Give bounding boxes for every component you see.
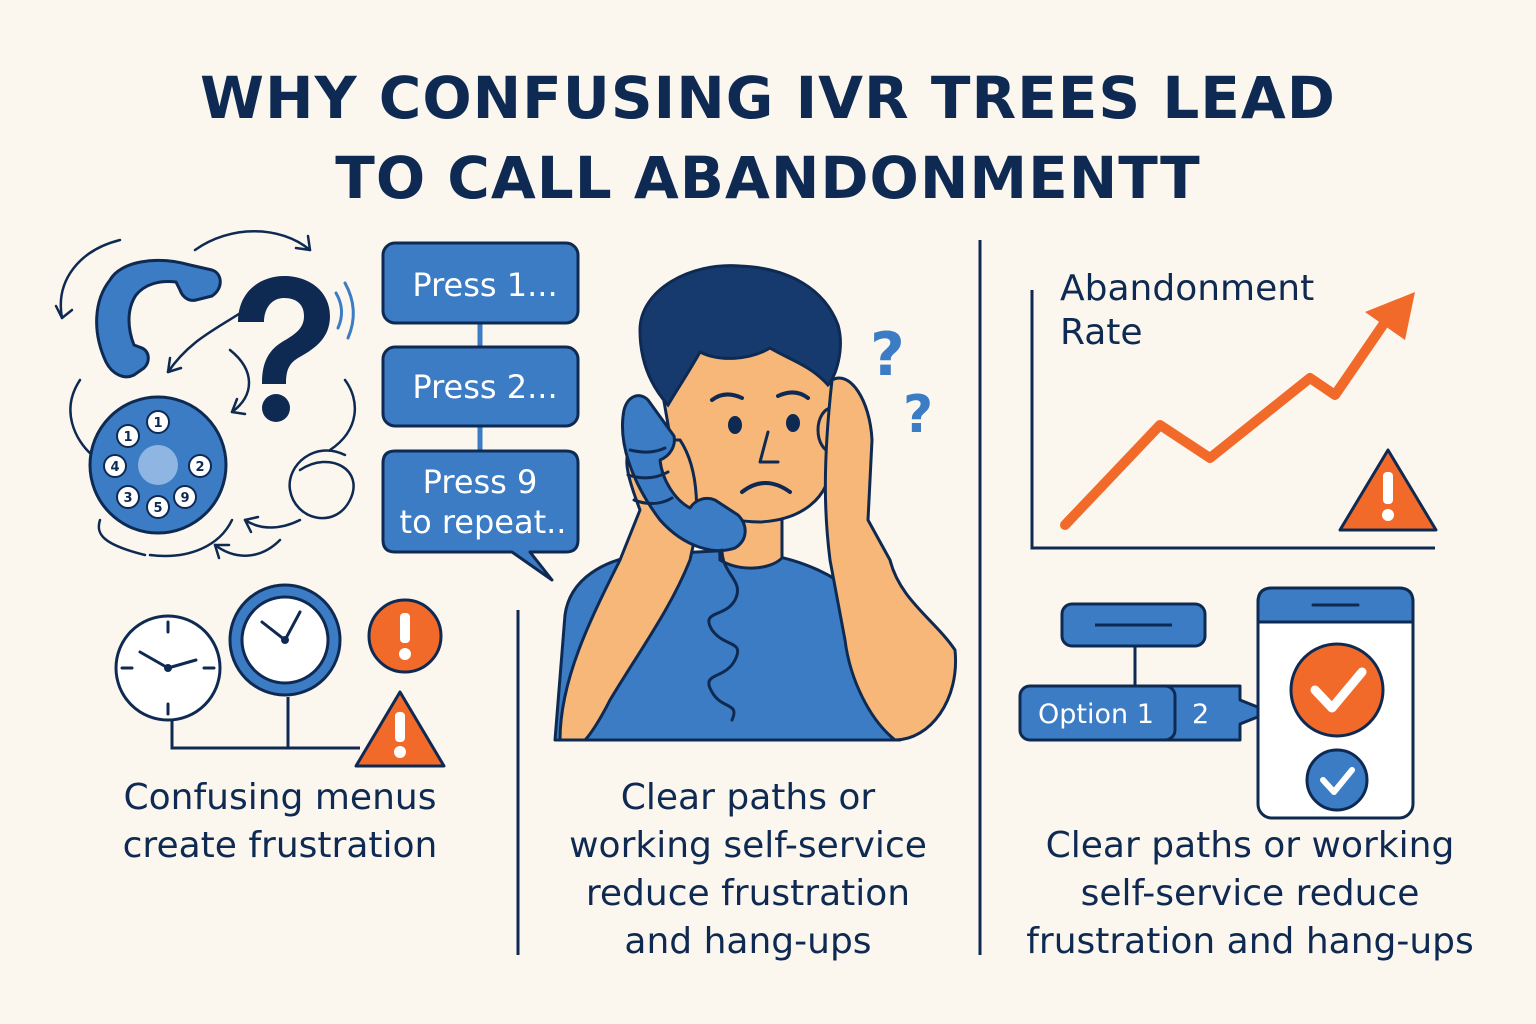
menu-box-press-9 [381, 449, 580, 582]
caption-middle-line1: Clear paths or [620, 777, 876, 818]
alert-icon [367, 598, 443, 674]
clock-icon [228, 583, 342, 697]
caption-left-line2: create frustration [122, 825, 438, 866]
caption-right-line2: self-service reduce [1080, 873, 1420, 914]
chart-title-line2: Rate [1060, 312, 1143, 353]
caption-right: Clear paths or working self-service redu… [990, 822, 1510, 966]
page-title: WHY CONFUSING IVR TREES LEAD TO CALL ABA… [0, 58, 1536, 218]
svg-text:?: ? [903, 385, 933, 445]
title-line-1: WHY CONFUSING IVR TREES LEAD [200, 64, 1336, 132]
menu-press-9-line2: to repeat.. [400, 503, 567, 541]
option-1-button [1018, 684, 1177, 742]
dial-digit: 5 [153, 501, 162, 516]
question-mark-icon [238, 276, 330, 422]
menu-box-press-1 [381, 241, 580, 325]
menu-box-press-2 [381, 345, 580, 428]
phone-handset-icon [95, 258, 222, 379]
sound-waves [334, 281, 355, 340]
ivr-menu: Press 1... Press 2... Press 9 to repeat.… [381, 241, 580, 582]
dial-digit: 1 [123, 430, 132, 445]
menu-press-1: Press 1... [412, 266, 557, 304]
question-mark-icon: ? ? [870, 320, 933, 445]
dial-digit: 9 [180, 491, 189, 506]
warning-icon [1338, 448, 1438, 532]
caption-middle-line2: working self-service [569, 825, 927, 866]
menu-press-2: Press 2... [412, 368, 557, 406]
warning-icon [354, 690, 446, 768]
title-line-2: TO CALL ABANDONMENTT [335, 144, 1201, 212]
caption-left-line1: Confusing menus [123, 777, 437, 818]
check-icon [1305, 748, 1369, 812]
chart-axes [1030, 290, 1435, 550]
menu-press-9-line1: Press 9 [423, 463, 538, 501]
chart-title-line1: Abandonment [1060, 268, 1314, 309]
options-tree: Option 1 2 [1018, 602, 1272, 742]
abandonment-chart: Abandonment Rate [1030, 268, 1438, 550]
caption-middle-line4: and hang-ups [624, 921, 872, 962]
dial-digit: 3 [123, 491, 132, 506]
caption-middle-line3: reduce frustration [585, 873, 911, 914]
svg-text:?: ? [870, 320, 905, 390]
clock-connector [170, 697, 360, 750]
dial-digit: 4 [110, 460, 119, 475]
dial-digit: 1 [153, 416, 162, 431]
frustrated-caller [553, 264, 958, 742]
caption-right-line1: Clear paths or working [1045, 825, 1455, 866]
option-1-label: Option 1 [1038, 699, 1154, 730]
trend-line [1060, 317, 1390, 530]
confusion-arrows [54, 230, 357, 560]
check-icon [1289, 642, 1385, 738]
caption-middle: Clear paths or working self-service redu… [528, 774, 968, 966]
caption-right-line3: frustration and hang-ups [1026, 921, 1474, 962]
dial-digit: 2 [195, 460, 204, 475]
caption-left: Confusing menus create frustration [60, 774, 500, 870]
rotary-dial-icon: 1 1 2 9 5 3 4 [88, 395, 228, 535]
trend-arrowhead [1365, 292, 1415, 340]
option-2-label: 2 [1192, 699, 1209, 730]
clock-icon [114, 614, 222, 722]
